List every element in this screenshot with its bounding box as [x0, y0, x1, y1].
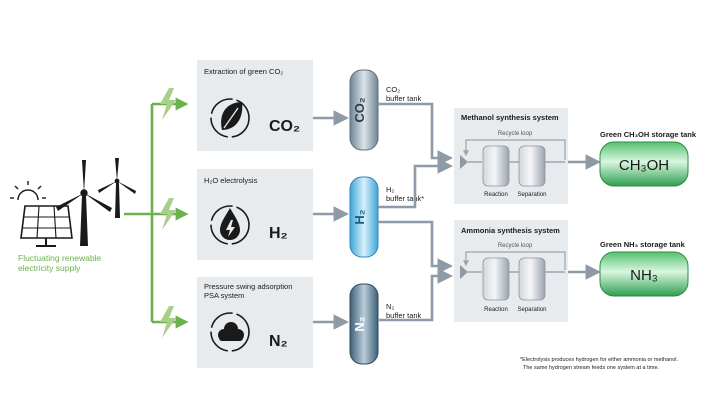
- process-symbol: H₂: [269, 225, 288, 242]
- footnote-line2: The same hydrogen stream feeds one syste…: [523, 365, 660, 371]
- synthesis-panel: [454, 220, 568, 322]
- cycle-ring-icon: [210, 98, 250, 138]
- process-psa: Pressure swing adsorption PSA system N₂: [197, 277, 313, 368]
- solar-panel-icon: [20, 205, 73, 247]
- storage-label: NH₃: [630, 267, 658, 284]
- supply-label-line1: Fluctuating renewable: [18, 253, 101, 263]
- recycle-loop-pipe: [463, 251, 566, 270]
- buffer-tank-co2: CO₂ CO₂ buffer tank: [349, 69, 422, 151]
- cycle-ring-icon: [210, 205, 250, 245]
- recycle-loop-label: Recycle loop: [498, 131, 533, 137]
- process-title: H₂O electrolysis: [204, 176, 258, 185]
- supply-label-line2: electricity supply: [18, 263, 81, 273]
- tank-label: CO₂: [352, 97, 367, 123]
- renewable-supply: Fluctuating renewable electricity supply: [10, 158, 136, 273]
- methanol-synthesis-system: Methanol synthesis system Recycle loop R…: [454, 108, 568, 204]
- storage-tank-methanol: Green CH₃OH storage tank CH₃OH: [599, 130, 697, 187]
- wind-turbine-icon: [56, 160, 112, 246]
- buffer-tank-n2: N₂ N₂ buffer tank: [349, 283, 422, 365]
- cycle-ring-icon: [210, 312, 250, 352]
- storage-tank-ammonia: Green NH₃ storage tank NH₃: [599, 240, 689, 297]
- tank-caption-line2: buffer tank: [386, 94, 422, 103]
- separator-vessel: [518, 145, 546, 187]
- feed-pipes: [313, 110, 350, 330]
- lightning-bolt-icon: [160, 88, 176, 338]
- storage-caption: Green CH₃OH storage tank: [600, 130, 697, 139]
- synthesis-title: Methanol synthesis system: [461, 113, 559, 122]
- process-panel: [197, 277, 313, 368]
- cloud-icon: [218, 322, 244, 341]
- storage-label: CH₃OH: [619, 157, 669, 174]
- process-title-line2: PSA system: [204, 291, 244, 300]
- tank-label: N₂: [352, 316, 367, 331]
- footnote-line1: *Electrolysis produces hydrogen for eith…: [520, 357, 679, 363]
- sun-icon: [10, 181, 46, 201]
- separation-label: Separation: [517, 192, 546, 198]
- tank-caption-line1: CO₂: [386, 85, 400, 94]
- recycle-loop-label: Recycle loop: [498, 243, 533, 249]
- process-h2o-electrolysis: H₂O electrolysis H₂: [197, 169, 313, 260]
- buffer-tank-h2: H₂ H₂ buffer tank*: [349, 176, 424, 258]
- leaf-icon: [221, 102, 243, 130]
- tank-caption-line1: N₂: [386, 302, 394, 311]
- reaction-label: Reaction: [484, 307, 508, 313]
- recycle-loop-pipe: [463, 139, 566, 160]
- storage-caption: Green NH₃ storage tank: [600, 240, 686, 249]
- tank-label: H₂: [352, 209, 367, 224]
- output-pipes: [568, 154, 602, 280]
- compressor-icon: [460, 155, 468, 169]
- water-drop-bolt-icon: [220, 208, 240, 240]
- routing-pipes: [378, 102, 454, 322]
- process-symbol: CO₂: [269, 118, 300, 135]
- synthesis-panel: [454, 108, 568, 204]
- separator-vessel: [518, 257, 546, 301]
- ammonia-synthesis-system: Ammonia synthesis system Recycle loop Re…: [454, 220, 568, 322]
- tank-caption-line2: buffer tank*: [386, 194, 424, 203]
- tank-caption-line2: buffer tank: [386, 311, 422, 320]
- wind-turbine-small-icon: [98, 158, 136, 218]
- separation-label: Separation: [517, 307, 546, 313]
- process-co2-extraction: Extraction of green CO₂ CO₂: [197, 60, 313, 151]
- process-title: Extraction of green CO₂: [204, 67, 283, 76]
- process-title-line1: Pressure swing adsorption: [204, 282, 292, 291]
- reactor-vessel: [482, 257, 510, 301]
- compressor-icon: [460, 265, 468, 279]
- power-distribution: [124, 97, 189, 329]
- reaction-label: Reaction: [484, 192, 508, 198]
- process-panel: [197, 169, 313, 260]
- tank-caption-line1: H₂: [386, 185, 394, 194]
- process-symbol: N₂: [269, 333, 288, 350]
- reactor-vessel: [482, 145, 510, 187]
- synthesis-title: Ammonia synthesis system: [461, 226, 560, 235]
